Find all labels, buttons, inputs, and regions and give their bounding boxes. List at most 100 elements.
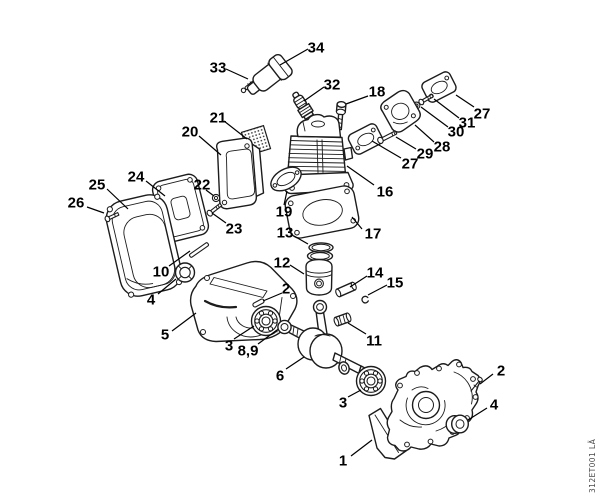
thrust-washer <box>338 361 350 375</box>
leader-line <box>303 86 325 102</box>
leader-line <box>223 120 248 140</box>
needle-cage <box>333 312 352 327</box>
leader-line <box>198 135 222 156</box>
bearing-small-left <box>174 262 196 283</box>
part-callout-27: 27 <box>474 106 491 123</box>
leader-line <box>233 325 255 340</box>
part-callout-20: 20 <box>182 124 199 141</box>
leader-line <box>433 98 460 119</box>
leader-line <box>371 140 402 159</box>
part-callout-3: 3 <box>225 338 233 355</box>
oil-seal <box>277 319 292 335</box>
leader-line <box>347 389 362 398</box>
leader-line <box>395 136 417 150</box>
part-callout-21: 21 <box>210 110 227 127</box>
exhaust-gasket <box>270 166 302 192</box>
part-callout-8,9: 8,9 <box>238 343 259 360</box>
leader-line <box>205 189 215 197</box>
leader-line <box>346 165 375 186</box>
cylinder <box>283 113 354 195</box>
dowel-pin <box>188 242 210 258</box>
leader-line <box>347 322 367 335</box>
part-callout-32: 32 <box>324 77 341 94</box>
part-callout-34: 34 <box>308 40 325 57</box>
part-callout-30: 30 <box>448 124 465 141</box>
leader-line <box>145 180 166 197</box>
part-callout-27: 27 <box>402 156 419 173</box>
part-callout-25: 25 <box>89 177 106 194</box>
crankshaft <box>288 299 371 378</box>
cover-screw <box>104 212 120 223</box>
crankshaft-bearing-right <box>355 365 387 397</box>
piston-rings <box>306 242 334 262</box>
leader-line <box>367 284 388 296</box>
buffer-bushing <box>445 414 470 435</box>
part-callout-19: 19 <box>276 204 293 221</box>
cylinder-gasket <box>284 185 360 239</box>
part-callout-12: 12 <box>274 255 291 272</box>
leader-line <box>171 312 197 332</box>
leader-line <box>257 329 278 345</box>
part-callout-17: 17 <box>365 226 382 243</box>
part-callout-10: 10 <box>153 264 170 281</box>
leader-line <box>279 48 309 66</box>
part-callout-5: 5 <box>161 327 169 344</box>
piston <box>305 258 333 296</box>
leader-line <box>289 264 305 275</box>
leader-line <box>345 95 369 105</box>
manifold-screw-long <box>377 130 398 144</box>
leader-line <box>283 190 288 206</box>
part-callout-15: 15 <box>387 275 404 292</box>
part-callout-11: 11 <box>366 333 382 350</box>
part-callout-4: 4 <box>147 292 156 309</box>
muffler-washer <box>211 193 221 203</box>
part-callout-22: 22 <box>194 177 211 194</box>
circlip <box>361 295 369 304</box>
part-callout-2: 2 <box>497 363 505 380</box>
part-callout-14: 14 <box>367 265 384 282</box>
leader-line <box>414 124 435 143</box>
leader-line <box>455 94 475 108</box>
leader-line <box>479 373 494 385</box>
leader-line <box>225 68 249 80</box>
part-callout-16: 16 <box>377 184 394 201</box>
crankcase-right <box>368 359 481 460</box>
leader-line <box>351 216 363 230</box>
part-callout-4: 4 <box>490 397 499 414</box>
part-callout-13: 13 <box>277 225 294 242</box>
muffler <box>215 137 265 210</box>
manifold-gasket-lower <box>347 123 384 155</box>
leader-line <box>211 212 227 224</box>
drawing-number: 312ET001 LÄ <box>588 438 597 493</box>
leader-line <box>262 292 283 302</box>
intake-manifold <box>380 89 421 133</box>
leader-line <box>106 188 129 210</box>
leader-line <box>157 278 177 295</box>
leader-line <box>293 235 309 245</box>
leader-line <box>86 206 105 214</box>
spark-plug <box>292 91 318 128</box>
leader-line <box>467 407 488 421</box>
case-bolt <box>470 376 483 392</box>
part-callout-33: 33 <box>210 60 227 77</box>
spark-plug-boot <box>246 54 293 95</box>
part-callout-31: 31 <box>459 115 476 132</box>
part-callout-23: 23 <box>226 221 243 238</box>
part-callout-29: 29 <box>417 146 434 163</box>
part-callout-1: 1 <box>339 453 347 470</box>
leader-line <box>168 250 191 267</box>
leader-line <box>350 439 373 457</box>
part-callout-3: 3 <box>339 395 347 412</box>
part-callout-28: 28 <box>434 139 451 156</box>
leader-line <box>285 356 305 370</box>
crankshaft-bearing-left <box>250 305 282 337</box>
part-callout-6: 6 <box>276 368 284 385</box>
part-callout-24: 24 <box>128 169 145 186</box>
leader-line <box>349 275 368 288</box>
part-callout-26: 26 <box>68 195 85 212</box>
muffler-cover <box>105 193 183 298</box>
leader-line <box>420 106 449 128</box>
part-callout-2: 2 <box>282 281 290 298</box>
